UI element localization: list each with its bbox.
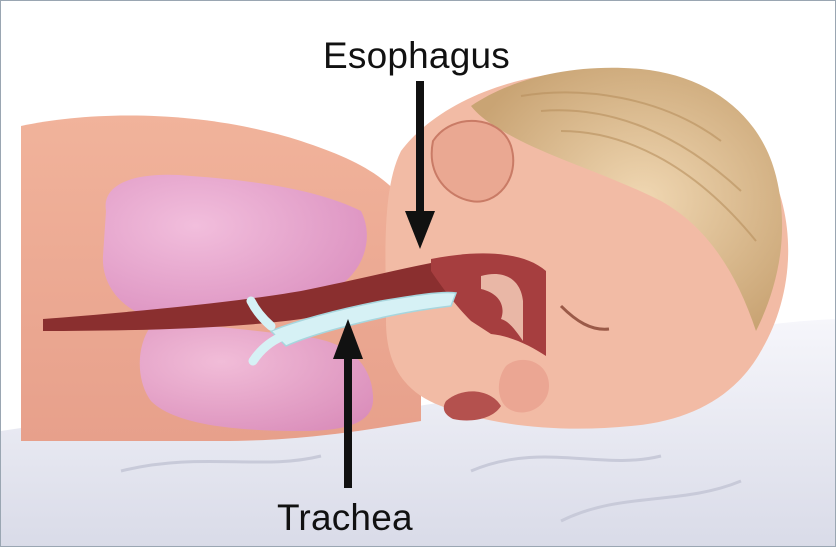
esophagus-label: Esophagus (323, 35, 510, 77)
trachea-label: Trachea (277, 497, 413, 539)
